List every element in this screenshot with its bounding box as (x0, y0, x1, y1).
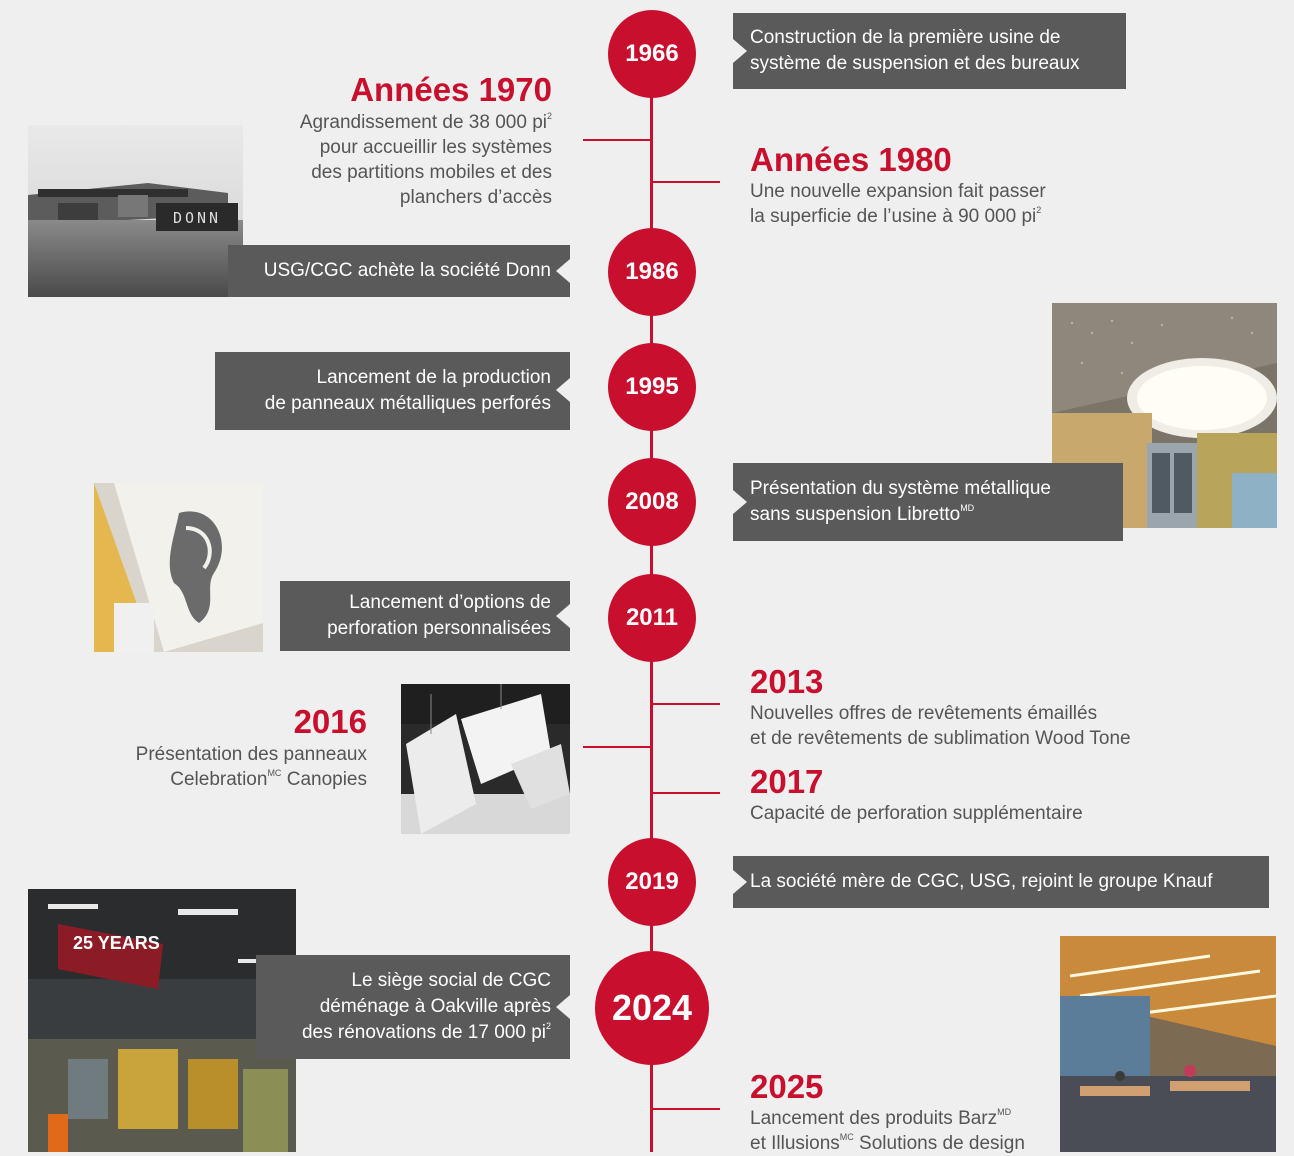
box-notch (556, 604, 570, 628)
box-notch (556, 995, 570, 1019)
connector-2017 (652, 792, 720, 794)
era-title-1980: Années 1980 (750, 141, 952, 178)
era-title-2025: 2025 (750, 1068, 824, 1105)
era-title-1970: Années 1970 (350, 71, 552, 108)
event-box-2024: Le siège social de CGC déménage à Oakvil… (256, 955, 570, 1059)
box-notch (556, 378, 570, 402)
year-circle-1966: 1966 (608, 10, 696, 98)
year-circle-2008: 2008 (608, 458, 696, 546)
event-box-2019: La société mère de CGC, USG, rejoint le … (733, 856, 1269, 908)
connector-2025 (652, 1108, 720, 1110)
era-desc-2017: Capacité de perforation supplémentaire (750, 803, 1083, 824)
connector-1970 (583, 139, 653, 141)
box-notch (733, 870, 747, 894)
event-box-1995: Lancement de la production de panneaux m… (215, 352, 570, 430)
event-box-2011: Lancement d’options de perforation perso… (280, 581, 570, 651)
photo-wood-ceiling (1060, 936, 1276, 1152)
event-box-2008: Présentation du système métallique sans … (733, 463, 1123, 541)
connector-1980 (652, 181, 720, 183)
era-title-2017: 2017 (750, 763, 824, 800)
era-desc-2013: Nouvelles offres de revêtements émaillés… (750, 703, 1131, 749)
era-desc-2016: Présentation des panneaux CelebrationMC … (135, 744, 367, 790)
year-circle-2024: 2024 (595, 951, 709, 1065)
box-notch (733, 39, 747, 63)
photo-celebration-canopies (401, 684, 570, 834)
year-circle-2011: 2011 (608, 574, 696, 662)
box-notch (733, 490, 747, 514)
era-desc-2025: Lancement des produits BarzMD et Illusio… (750, 1107, 1025, 1154)
era-desc-1980: Une nouvelle expansion fait passer la su… (750, 181, 1046, 227)
era-desc-1970: Agrandissement de 38 000 pi2 pour accuei… (299, 111, 552, 208)
photo-donn-building: DONN (28, 125, 243, 297)
donn-sign-text: DONN (173, 209, 221, 227)
photo-custom-perforation (94, 483, 263, 652)
era-title-2013: 2013 (750, 663, 824, 700)
year-circle-1995: 1995 (608, 343, 696, 431)
connector-2016 (583, 746, 653, 748)
era-title-2016: 2016 (293, 703, 367, 740)
connector-2013 (652, 703, 720, 705)
event-box-1986: USG/CGC achète la société Donn (228, 245, 570, 297)
box-notch (556, 259, 570, 283)
year-circle-1986: 1986 (608, 228, 696, 316)
year-circle-2019: 2019 (608, 838, 696, 926)
event-box-1966: Construction de la première usine de sys… (733, 13, 1126, 89)
factory-sign-text: 25 YEARS (73, 933, 160, 953)
